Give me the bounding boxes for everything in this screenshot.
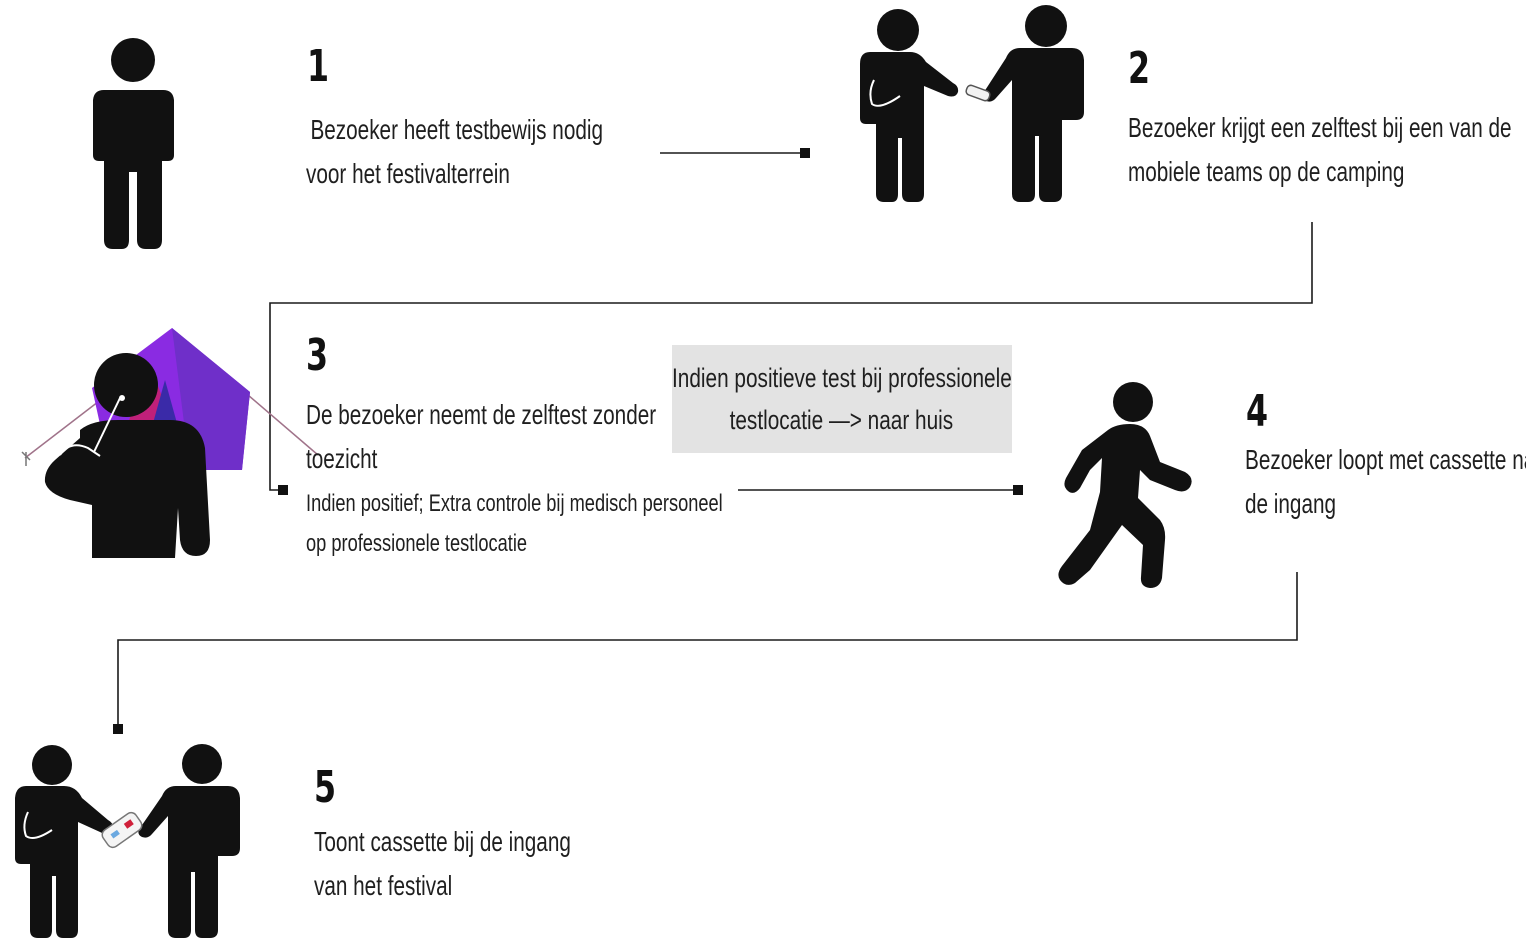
- step-3-line-2: toezicht: [306, 443, 378, 474]
- step-3-description: De bezoeker neemt de zelftest zonder toe…: [306, 393, 656, 481]
- test-cassette: [965, 84, 991, 102]
- step-3-number: 3: [306, 330, 329, 381]
- step-2-line-1: Bezoeker krijgt een zelftest bij een van…: [1128, 112, 1512, 143]
- handover-people-icon: [860, 5, 1084, 202]
- connector-endpoint: [800, 148, 810, 158]
- step-2-number: 2: [1128, 43, 1151, 94]
- step-4-line-2: de ingang: [1245, 488, 1337, 519]
- step-3-extra-line-2: op professionele testlocatie: [306, 530, 528, 557]
- step-3-positive-note: Indien positief; Extra controle bij medi…: [306, 484, 723, 564]
- show-cassette-icon: [15, 744, 240, 938]
- note-line-1: Indien positieve test bij professionele: [672, 363, 1012, 393]
- connector-4-5: [117, 572, 1298, 728]
- step-1-line-2: voor het festivalterrein: [306, 158, 510, 189]
- step-3-line-1: De bezoeker neemt de zelftest zonder: [306, 399, 657, 430]
- connector-endpoint: [278, 485, 288, 495]
- connector-endpoint: [1013, 485, 1023, 495]
- test-cassette: [101, 811, 143, 849]
- step-5-line-2: van het festival: [314, 870, 453, 901]
- step-4-number: 4: [1246, 386, 1269, 437]
- step-4-description: Bezoeker loopt met cassette naar de inga…: [1245, 438, 1526, 526]
- step-3-extra-line-1: Indien positief; Extra controle bij medi…: [306, 490, 723, 517]
- positive-test-note-box: Indien positieve test bij professionele …: [672, 345, 1012, 453]
- connector-2-3: [269, 222, 1313, 491]
- step-1-number: 1: [307, 41, 330, 92]
- step-2-description: Bezoeker krijgt een zelftest bij een van…: [1128, 106, 1512, 194]
- step-4-line-1: Bezoeker loopt met cassette naar: [1245, 444, 1526, 475]
- connector-endpoint: [113, 724, 123, 734]
- connectors: [117, 152, 1313, 728]
- connector-endpoints: [113, 148, 1023, 734]
- self-test-tent-icon: [21, 328, 319, 558]
- step-5-number: 5: [314, 762, 337, 813]
- note-line-2: testlocatie —> naar huis: [729, 405, 954, 435]
- positive-test-note: Indien positieve test bij professionele …: [672, 357, 1012, 441]
- step-5-description: Toont cassette bij de ingang van het fes…: [314, 820, 571, 908]
- walking-person-icon: [1058, 382, 1192, 588]
- step-5-line-1: Toont cassette bij de ingang: [314, 826, 571, 857]
- step-2-line-2: mobiele teams op de camping: [1128, 156, 1405, 187]
- step-1-description: Bezoeker heeft testbewijs nodig voor het…: [306, 108, 603, 196]
- step-1-line-1: Bezoeker heeft testbewijs nodig: [310, 114, 604, 145]
- standing-person-icon: [93, 38, 174, 249]
